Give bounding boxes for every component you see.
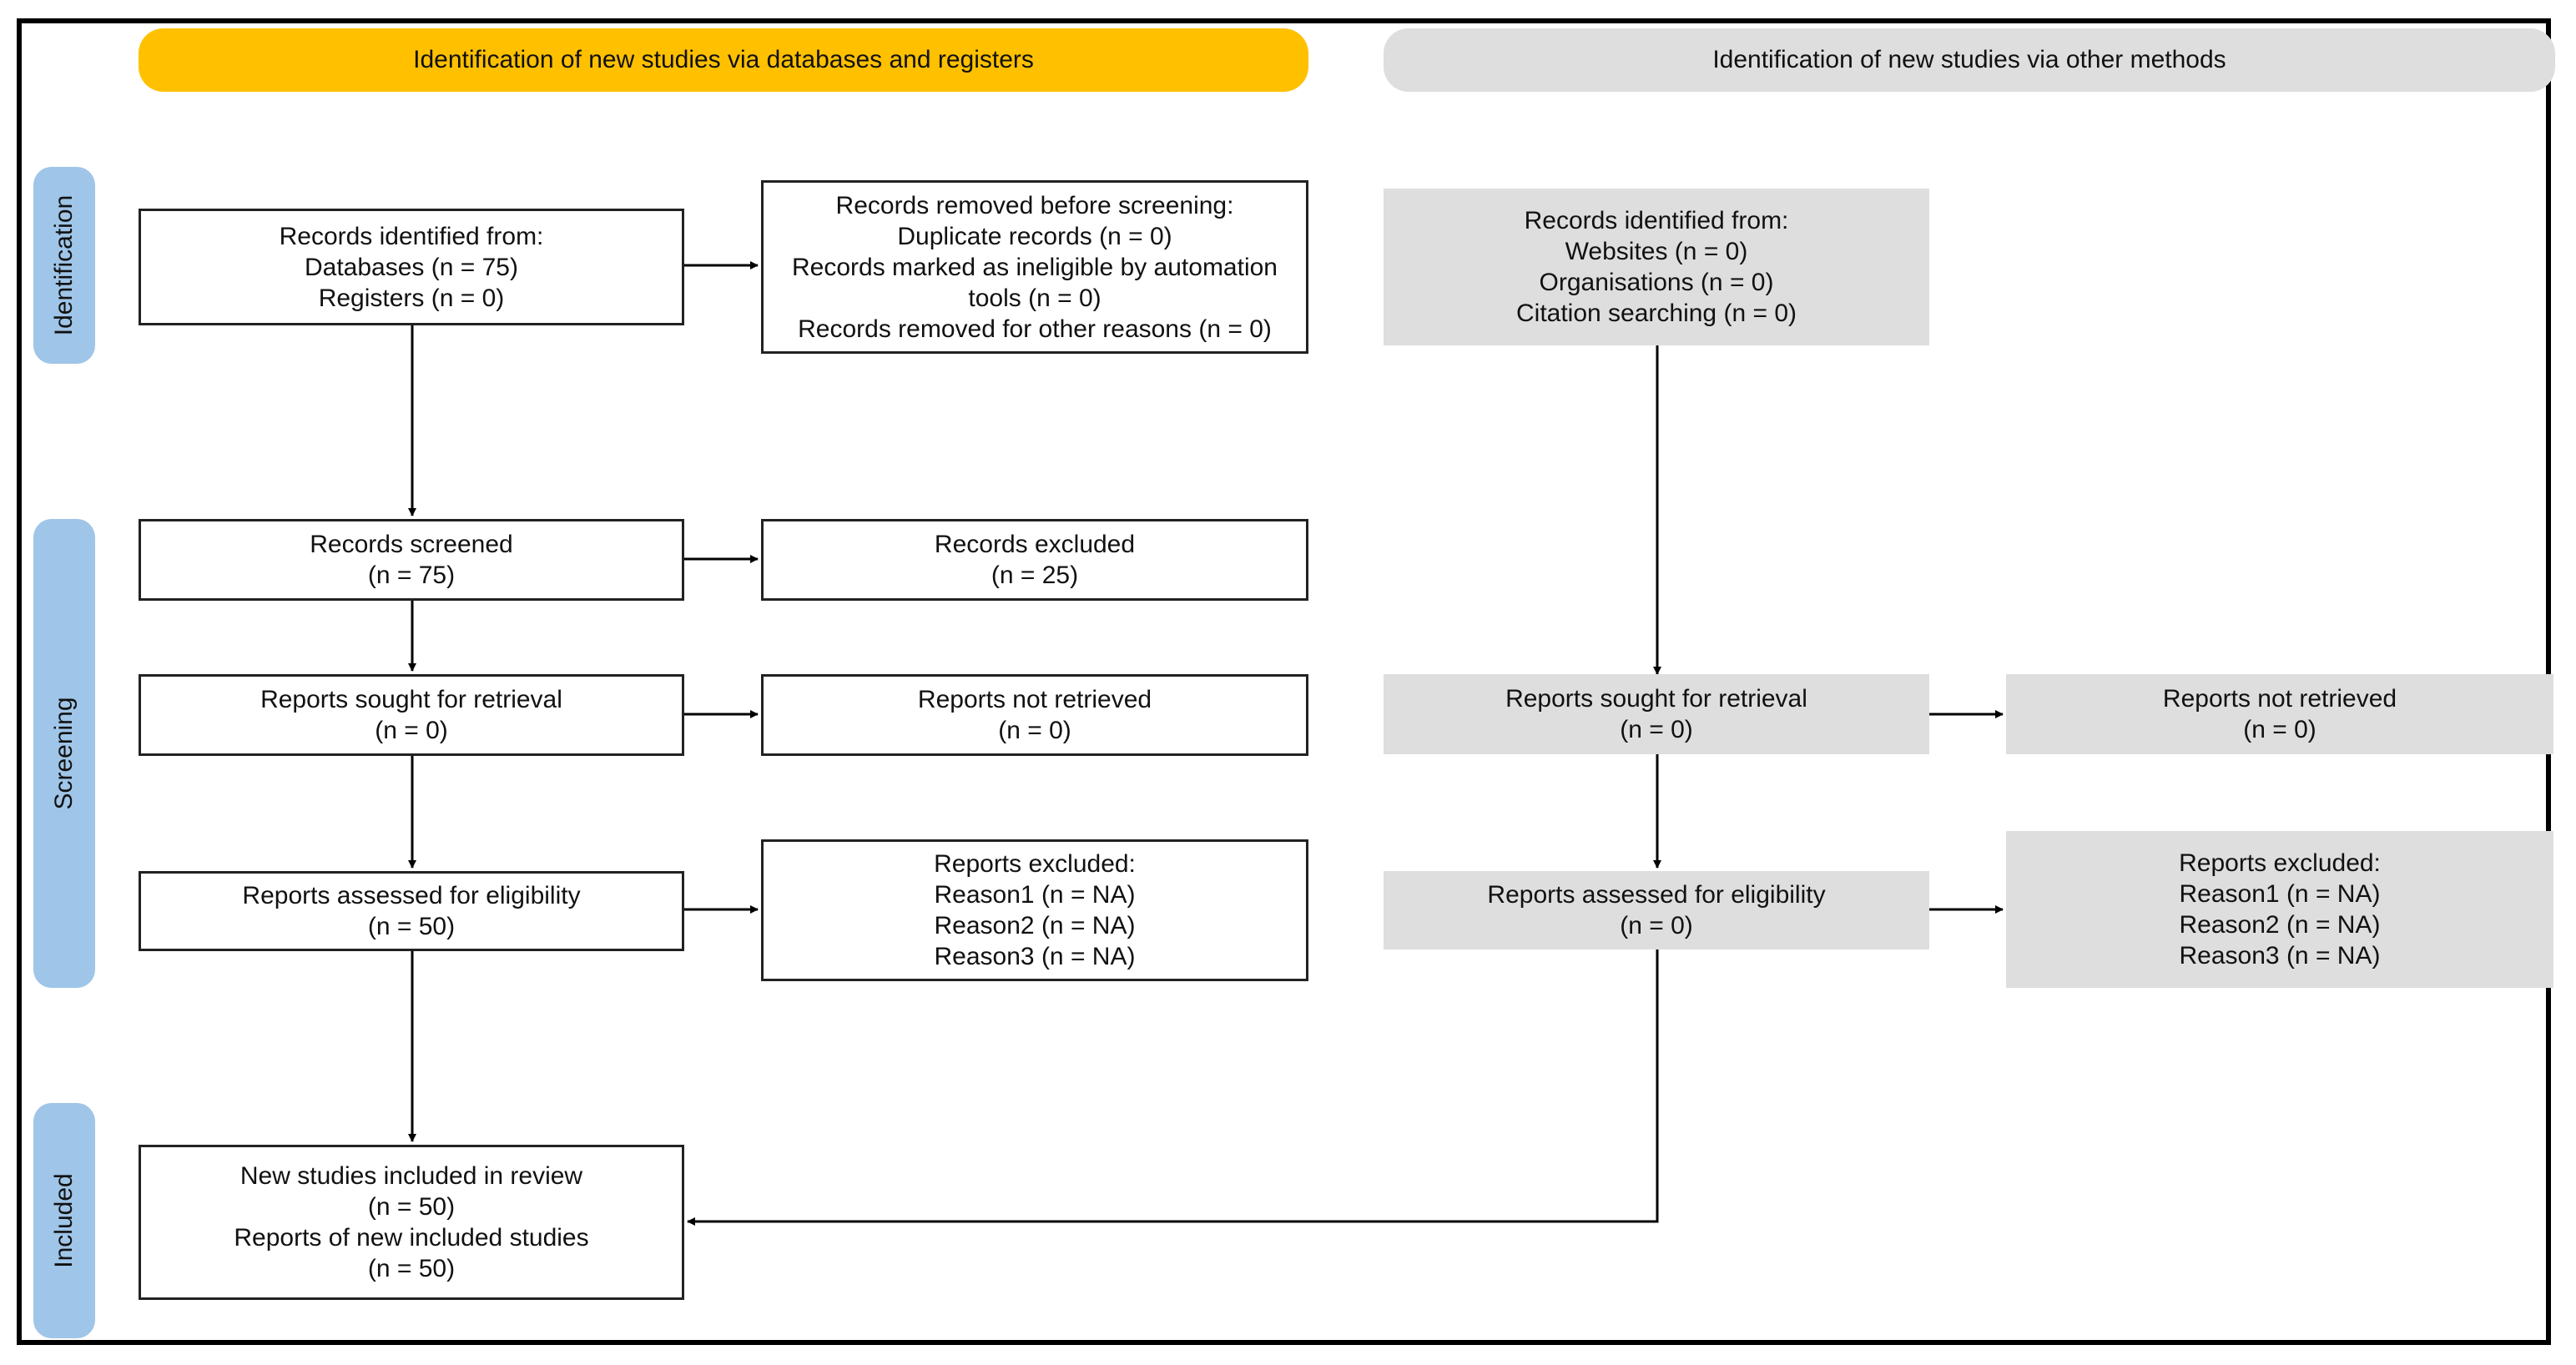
new-studies-included-box: New studies included in review (n = 50) … — [139, 1145, 684, 1300]
reports-sought-box: Reports sought for retrieval (n = 0) — [139, 674, 684, 756]
box-line: Reports of new included studies — [234, 1224, 589, 1252]
box-line: Records excluded — [934, 531, 1136, 558]
box-line: Reason3 (n = NA) — [2179, 942, 2381, 970]
other-methods-banner: Identification of new studies via other … — [1384, 28, 2555, 92]
reports-not-retrieved-box: Reports not retrieved (n = 0) — [761, 674, 1308, 756]
databases-banner-label: Identification of new studies via databa… — [413, 46, 1034, 73]
box-line: Records screened — [310, 531, 513, 558]
box-line: Reports excluded: — [2179, 849, 2381, 877]
reports-excluded-box: Reports excluded: Reason1 (n = NA) Reaso… — [761, 839, 1308, 981]
box-line: Citation searching (n = 0) — [1515, 300, 1797, 327]
box-line: Reports excluded: — [934, 850, 1136, 878]
box-line: (n = 25) — [991, 562, 1079, 589]
box-line: Reason2 (n = NA) — [934, 912, 1136, 939]
reports-assessed-box: Reports assessed for eligibility (n = 50… — [139, 871, 684, 951]
box-line: Reason3 (n = NA) — [934, 943, 1136, 970]
box-line: (n = 50) — [367, 1255, 456, 1282]
box-line: tools (n = 0) — [968, 284, 1101, 312]
box-line: Reports sought for retrieval — [1505, 685, 1807, 713]
box-line: (n = 0) — [998, 717, 1071, 744]
box-line: Records removed before screening: — [835, 191, 1234, 219]
other-methods-banner-label: Identification of new studies via other … — [1712, 46, 2226, 73]
box-line: Records identified from: — [279, 222, 544, 250]
records-removed-box: Records removed before screening: Duplic… — [761, 180, 1308, 354]
box-line: Organisations (n = 0) — [1539, 269, 1774, 296]
box-line: Reports assessed for eligibility — [242, 882, 581, 909]
box-line: (n = 50) — [367, 1193, 456, 1221]
records-excluded-box: Records excluded (n = 25) — [761, 519, 1308, 601]
box-line: (n = 50) — [367, 913, 456, 940]
box-line: Records removed for other reasons (n = 0… — [798, 315, 1272, 343]
box-line: Records identified from: — [1524, 207, 1789, 234]
other-reports-assessed-box: Reports assessed for eligibility (n = 0) — [1384, 871, 1929, 949]
box-line: Duplicate records (n = 0) — [897, 222, 1172, 250]
records-screened-box: Records screened (n = 75) — [139, 519, 684, 601]
stage-included: Included — [33, 1103, 95, 1338]
box-line: Reason1 (n = NA) — [2179, 880, 2381, 908]
box-line: (n = 0) — [1620, 716, 1693, 743]
box-line: Databases (n = 75) — [305, 253, 518, 281]
box-line: Reports sought for retrieval — [260, 686, 562, 713]
box-line: (n = 0) — [2243, 716, 2316, 743]
records-identified-box: Records identified from: Databases (n = … — [139, 209, 684, 325]
box-line: (n = 75) — [367, 562, 456, 589]
other-records-identified-box: Records identified from: Websites (n = 0… — [1384, 189, 1929, 345]
stage-screening: Screening — [33, 519, 95, 988]
box-line: (n = 0) — [1620, 912, 1693, 939]
box-line: New studies included in review — [239, 1162, 583, 1190]
box-line: Reports assessed for eligibility — [1487, 881, 1826, 909]
other-reports-not-retrieved-box: Reports not retrieved (n = 0) — [2006, 674, 2553, 754]
box-line: Reason2 (n = NA) — [2179, 911, 2381, 939]
stage-identification: Identification — [33, 167, 95, 364]
box-line: Reason1 (n = NA) — [934, 881, 1136, 909]
box-line: Registers (n = 0) — [318, 284, 505, 312]
arrow-other-assessed-to-included — [687, 949, 1659, 1226]
box-line: (n = 0) — [375, 717, 448, 744]
databases-banner: Identification of new studies via databa… — [139, 28, 1308, 92]
box-line: Reports not retrieved — [917, 686, 1152, 713]
other-reports-excluded-box: Reports excluded: Reason1 (n = NA) Reaso… — [2006, 831, 2553, 988]
other-reports-sought-box: Reports sought for retrieval (n = 0) — [1384, 674, 1929, 754]
box-line: Reports not retrieved — [2162, 685, 2397, 713]
box-line: Websites (n = 0) — [1565, 238, 1748, 265]
box-line: Records marked as ineligible by automati… — [792, 253, 1278, 281]
